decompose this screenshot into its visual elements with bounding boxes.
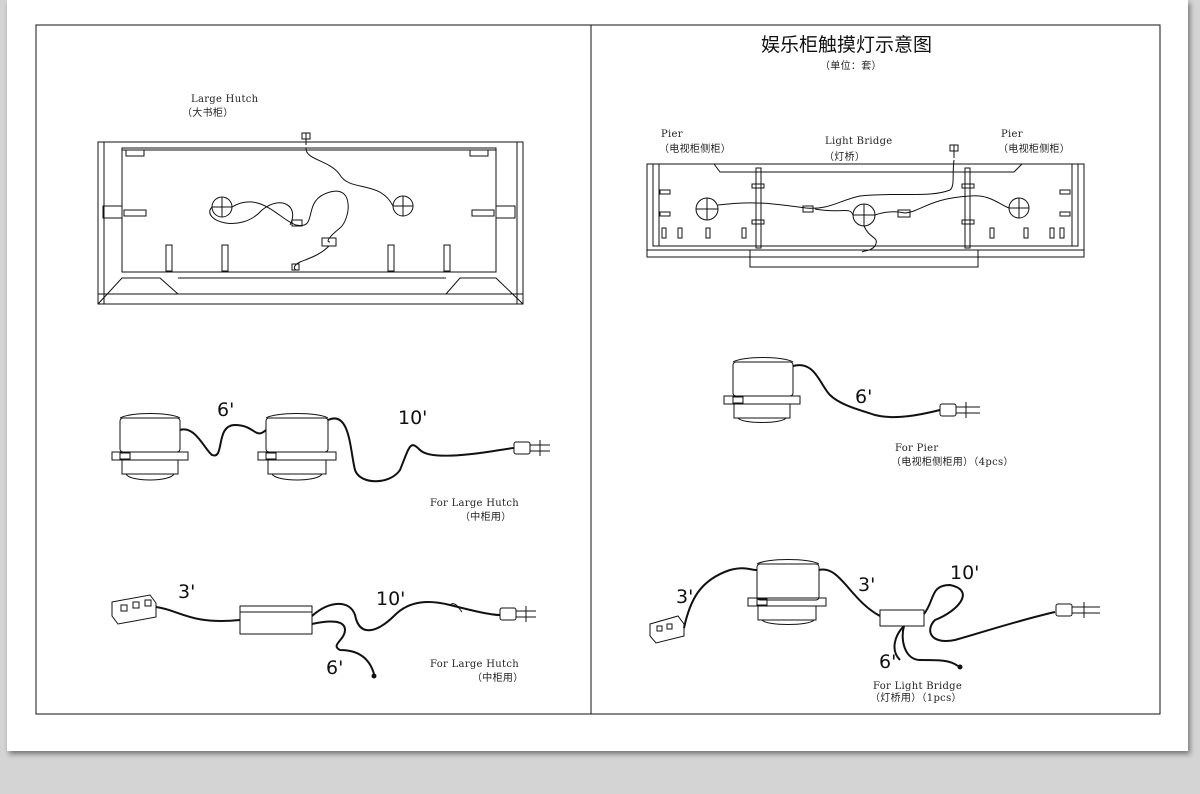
large-hutch-label-cn: （大书柜）: [182, 108, 234, 119]
hutch-lights-kit: [111, 413, 550, 483]
light-bridge-label: Light Bridge: [825, 136, 893, 147]
cord-length-label: 3': [676, 586, 694, 608]
pier-right-label-cn: （电视柜侧柜）: [998, 144, 1071, 155]
pier-left-label: Pier: [661, 129, 683, 140]
cord-length-label: 6': [217, 399, 235, 421]
cord-length-label: 6': [326, 657, 344, 679]
kit-label-cn: （电视柜侧柜用）（4pcs）: [891, 457, 1014, 468]
large-hutch-cabinet: [97, 132, 524, 305]
kit-label: For Large Hutch: [430, 659, 519, 670]
kit-label: For Light Bridge: [873, 681, 963, 692]
cord-length-label: 6': [879, 651, 897, 673]
large-hutch-label: Large Hutch: [191, 94, 259, 105]
page-title: 娱乐柜触摸灯示意图: [761, 34, 933, 56]
cord-length-label: 3': [178, 581, 196, 603]
kit-label: For Pier: [895, 443, 939, 454]
cord-length-label: 10': [950, 562, 980, 584]
cord-length-label: 10': [376, 588, 406, 610]
drawing-frame: [35, 24, 1161, 715]
kit-label-cn: （中柜用）: [472, 673, 524, 684]
pier-left-label-cn: （电视柜侧柜）: [659, 144, 732, 155]
cord-length-label: 10': [398, 407, 428, 429]
drawing-sheet: [7, 0, 1188, 751]
hutch-control-kit: [111, 594, 536, 679]
cord-length-label: 3': [858, 574, 876, 596]
entertainment-unit-cabinet: [646, 144, 1085, 268]
light-bridge-label-cn: （灯桥）: [824, 152, 866, 163]
kit-label-cn: （灯桥用）（1pcs）: [870, 693, 962, 704]
light-bridge-kit: [649, 559, 1100, 670]
kit-label-cn: （中柜用）: [460, 512, 512, 523]
pier-right-label: Pier: [1001, 129, 1023, 140]
pier-kit: [723, 357, 980, 423]
kit-label: For Large Hutch: [430, 498, 519, 509]
unit-note: （单位：套）: [820, 61, 882, 72]
cord-length-label: 6': [855, 386, 873, 408]
